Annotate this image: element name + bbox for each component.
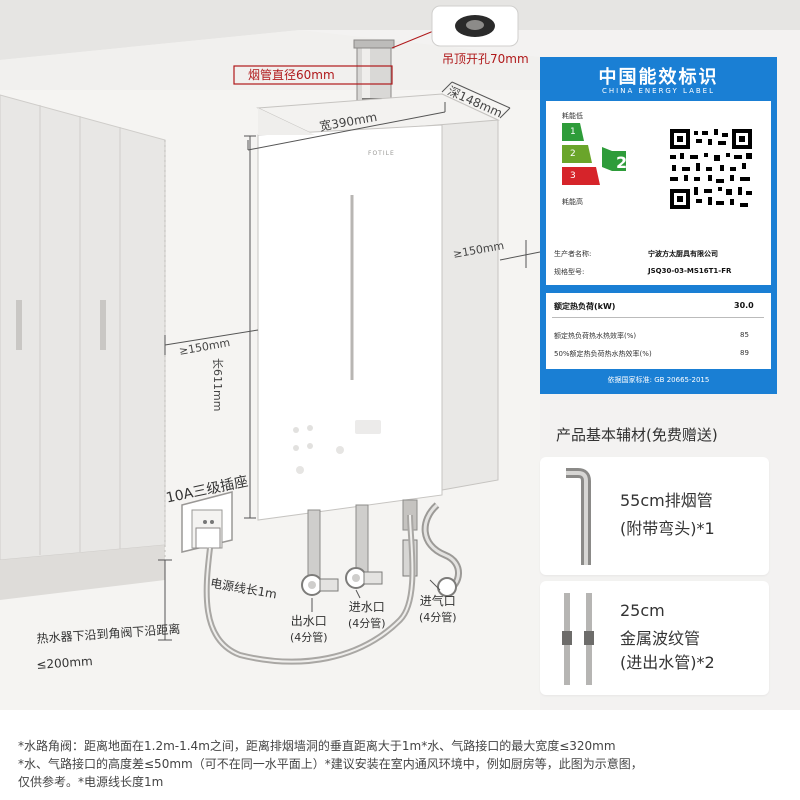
model-value: JSQ30-03-MS16T1-FR: [648, 267, 732, 275]
hose-accessory-line3: (进出水管)*2: [620, 653, 715, 672]
flue-pipe-icon: [566, 468, 591, 565]
level-3: 3: [570, 171, 576, 181]
ceiling: [0, 0, 800, 60]
label-lower-panel: [546, 293, 771, 369]
outlet-valve: [301, 574, 339, 596]
energy-label-subtitle: CHINA ENERGY LABEL: [602, 87, 715, 95]
footnote-line3: 仅供参考。*电源线长度1m: [18, 775, 164, 789]
length-label: 长611mm: [211, 358, 224, 412]
inlet-valve: [345, 567, 383, 589]
hose-accessory-line1: 25cm: [620, 601, 665, 620]
footnote-background: [0, 710, 800, 800]
outlet-pipe: [307, 509, 321, 581]
energy-label: 中国能效标识 CHINA ENERGY LABEL 耗能低 1 2 3 2 级 …: [540, 57, 777, 394]
flue-diameter-dimension: [233, 65, 393, 85]
gas-label-sub: (4分管): [419, 611, 457, 624]
eff-half-value: 89: [740, 349, 749, 357]
outlet-label-sub: (4分管): [290, 631, 328, 644]
qr-code: [668, 127, 754, 211]
manufacturer-key: 生产者名称:: [554, 250, 592, 258]
low-energy-text: 耗能低: [562, 112, 583, 120]
grade-arrow: [602, 147, 626, 171]
wall-socket: [181, 491, 233, 553]
gas-label: 进气口 (4分管): [419, 592, 457, 625]
metal-hose-icon: [562, 593, 594, 685]
level-1: 1: [570, 127, 576, 137]
footnote-line2: *水、气路接口的高度差≤50mm（可不在同一水平面上）*建议安装在室内通风环境中…: [18, 757, 643, 771]
outlet-label: 出水口 (4分管): [290, 612, 328, 645]
ceiling-hole-label: 吊顶开孔70mm: [442, 52, 529, 66]
standard-text: 依据国家标准: GB 20665-2015: [607, 376, 710, 384]
grade-value: 2: [616, 153, 628, 172]
gas-label-name: 进气口: [419, 594, 456, 608]
ceiling-edge: [0, 30, 540, 90]
accessory-card-flue: 55cm排烟管 (附带弯头)*1: [540, 457, 769, 575]
heater-brand-logo: FOTILE: [368, 150, 395, 157]
cabinet-handle: [100, 300, 106, 350]
heater-front: [257, 124, 443, 521]
footnote-line1: *水路角阀：距离地面在1.2m-1.4m之间，距离排烟墙洞的垂直距离大于1m*水…: [18, 739, 616, 753]
accessory-card-hose: 25cm 金属波纹管 (进出水管)*2: [540, 581, 769, 695]
inlet-label-name: 进水口: [348, 600, 385, 614]
outlet-label-name: 出水口: [290, 614, 327, 628]
high-energy-text: 耗能高: [562, 198, 583, 206]
flue-accessory-line2: (附带弯头)*1: [620, 519, 715, 538]
heater-side: [441, 93, 499, 491]
hose-accessory-line2: 金属波纹管: [620, 629, 701, 648]
grade-bars: [562, 123, 626, 185]
upper-cabinet: [0, 94, 166, 561]
heater-display: [355, 420, 381, 434]
manufacturer-value: 宁波方太厨具有限公司: [648, 250, 718, 258]
accessories-heading: 产品基本辅材(免费赠送): [556, 426, 718, 444]
energy-label-title: 中国能效标识: [598, 67, 719, 88]
rated-load-key: 额定热负荷(kW): [554, 302, 616, 311]
eff-rated-key: 额定热负荷热水热效率(%): [554, 332, 637, 340]
model-key: 规格型号:: [554, 268, 585, 276]
inlet-label: 进水口 (4分管): [348, 598, 386, 631]
flue-accessory-line1: 55cm排烟管: [620, 491, 713, 510]
flue-diameter-label: 烟管直径60mm: [248, 68, 335, 82]
grade-suffix: 级: [632, 158, 640, 167]
level-2: 2: [570, 149, 576, 159]
rated-load-value: 30.0: [734, 301, 754, 310]
inlet-label-sub: (4分管): [348, 617, 386, 630]
cabinet-bottom: [0, 545, 165, 600]
eff-rated-value: 85: [740, 331, 749, 339]
eff-half-key: 50%额定热负荷热水热效率(%): [554, 350, 652, 358]
cabinet-handle: [16, 300, 22, 350]
